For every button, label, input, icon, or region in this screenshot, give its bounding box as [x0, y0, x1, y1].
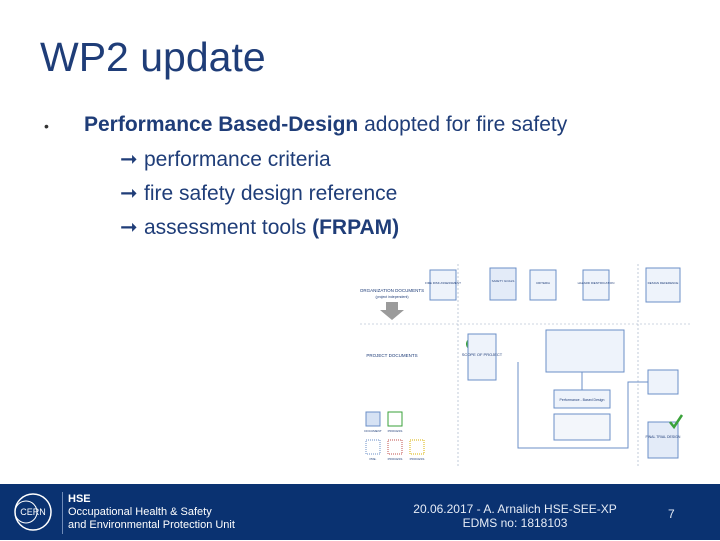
left-top-sub: (project independent)	[375, 295, 408, 299]
box2-label: SAFETY GOALS	[492, 279, 515, 283]
footer-center: 20.06.2017 - A. Arnalich HSE-SEE-XP EDMS…	[412, 502, 618, 530]
footer-org: HSE Occupational Health & Safety and Env…	[68, 493, 235, 532]
slide-title: WP2 update	[40, 34, 266, 80]
footer-bar	[0, 484, 720, 540]
sub-item-text: fire safety design reference	[144, 182, 398, 205]
footer-divider	[62, 492, 63, 534]
legend-2: PRE.	[369, 457, 376, 461]
legend-4: PROCESS	[410, 457, 425, 461]
sub-item-1: ➞ performance criteria	[120, 147, 331, 172]
scope-label: SCOPE OF PROJECT	[462, 352, 503, 357]
page-number: 7	[668, 507, 675, 521]
legend-3: PROCESS	[388, 457, 403, 461]
left-bottom-label: PROJECT DOCUMENTS	[366, 353, 417, 358]
bullet-line: Performance Based-Design adopted for fir…	[84, 113, 567, 137]
check-icon	[669, 414, 684, 430]
sub-item-text: assessment tools	[144, 216, 313, 239]
bullet-dot: •	[44, 118, 49, 134]
sub-item-bold: (FRPAM)	[312, 216, 400, 239]
cern-logo: CERN	[8, 488, 58, 536]
final-label: FINAL TRIAL DESIGN	[646, 435, 681, 439]
pbd-process-diagram: ORGANIZATION DOCUMENTS (project independ…	[358, 262, 692, 470]
bullet-bold-text: Performance Based-Design	[84, 113, 359, 136]
box5-label: DESIGN REFERENCE	[648, 281, 679, 285]
cern-logo-text: CERN	[20, 507, 46, 517]
sub-item-2: ➞ fire safety design reference	[120, 181, 397, 206]
pbd-label: Performance - Based Design	[560, 398, 605, 402]
footer-org-line2: Occupational Health & Safety	[68, 506, 212, 518]
footer-org-line1: HSE	[68, 493, 91, 505]
box1-label: FIRE RISK ASSESSMENT	[425, 281, 461, 285]
footer-date-author: 20.06.2017 - A. Arnalich HSE-SEE-XP	[413, 502, 617, 516]
arrow-icon: ➞	[120, 216, 138, 239]
arrow-icon: ➞	[120, 148, 138, 171]
sub-item-3: ➞ assessment tools (FRPAM)	[120, 215, 399, 240]
legend-1: PROCESS	[388, 429, 403, 433]
left-top-label: ORGANIZATION DOCUMENTS	[360, 288, 424, 293]
bullet-rest-text: adopted for fire safety	[358, 113, 568, 136]
footer-edms: EDMS no: 1818103	[462, 516, 568, 530]
box4-label: HAZARD IDENTIFICATION	[578, 281, 615, 285]
arrow-icon: ➞	[120, 182, 138, 205]
footer-org-line3: and Environmental Protection Unit	[68, 519, 235, 531]
top-documents	[429, 267, 681, 303]
sub-item-text: performance criteria	[144, 148, 331, 171]
legend-0: DOCUMENT	[364, 429, 381, 433]
diagram-svg: ORGANIZATION DOCUMENTS (project independ…	[360, 264, 690, 468]
box3-label: CRITERIA	[536, 281, 550, 285]
